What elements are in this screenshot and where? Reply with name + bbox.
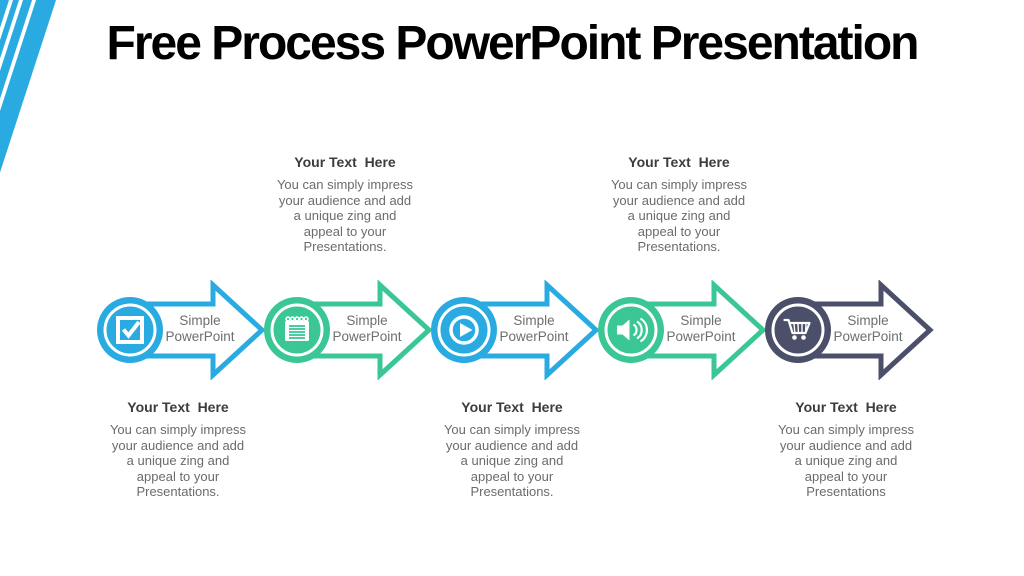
step-label: Simple PowerPoint — [666, 313, 736, 344]
step-circle-ring — [437, 303, 491, 357]
step-label: Simple PowerPoint — [833, 313, 903, 344]
step-arrow-shape — [765, 280, 934, 380]
checkbox-icon — [116, 316, 144, 344]
callout-body: You can simply impress your audience and… — [109, 422, 247, 499]
process-step-3: Simple PowerPoint — [429, 280, 604, 380]
step-label: Simple PowerPoint — [165, 313, 235, 344]
callout-bottom-1: Your Text Here You can simply impress yo… — [90, 399, 266, 500]
process-step-1: Simple PowerPoint — [95, 280, 270, 380]
step-arrow-shape — [431, 280, 600, 380]
process-step-2: Simple PowerPoint — [262, 280, 437, 380]
diagonal-stripe — [0, 0, 39, 186]
step-circle — [97, 297, 163, 363]
process-step-4: Simple PowerPoint — [596, 280, 771, 380]
diagonal-stripe — [0, 0, 60, 193]
callout-body: You can simply impress your audience and… — [610, 177, 748, 254]
step-circle-ring — [604, 303, 658, 357]
step-circle-ring — [270, 303, 324, 357]
cart-icon — [783, 318, 811, 340]
step-arrow-shape — [97, 280, 266, 380]
speaker-icon — [617, 317, 648, 343]
callout-heading: Your Text Here — [461, 399, 563, 415]
diagonal-stripe — [0, 0, 27, 182]
callout-heading: Your Text Here — [127, 399, 229, 415]
step-arrow-shape — [598, 280, 767, 380]
process-step-5: Simple PowerPoint — [763, 280, 938, 380]
callout-top-2: Your Text Here You can simply impress yo… — [591, 154, 767, 255]
corner-stripes-decoration — [0, 0, 60, 193]
step-label: Simple PowerPoint — [499, 313, 569, 344]
callout-body: You can simply impress your audience and… — [276, 177, 414, 254]
step-label: Simple PowerPoint — [332, 313, 402, 344]
slide-title: Free Process PowerPoint Presentation — [106, 17, 920, 70]
callout-body: You can simply impress your audience and… — [443, 422, 581, 499]
notepad-icon — [285, 316, 309, 341]
callout-top-1: Your Text Here You can simply impress yo… — [257, 154, 433, 255]
callout-heading: Your Text Here — [795, 399, 897, 415]
step-arrow-shape — [264, 280, 433, 380]
callout-bottom-3: Your Text Here You can simply impress yo… — [758, 399, 934, 500]
callout-body: You can simply impress your audience and… — [777, 422, 915, 499]
callout-bottom-2: Your Text Here You can simply impress yo… — [424, 399, 600, 500]
step-circle-ring — [771, 303, 825, 357]
callout-heading: Your Text Here — [628, 154, 730, 170]
step-circle-ring — [103, 303, 157, 357]
callout-heading: Your Text Here — [294, 154, 396, 170]
step-circle — [598, 297, 664, 363]
play-icon — [449, 315, 479, 345]
